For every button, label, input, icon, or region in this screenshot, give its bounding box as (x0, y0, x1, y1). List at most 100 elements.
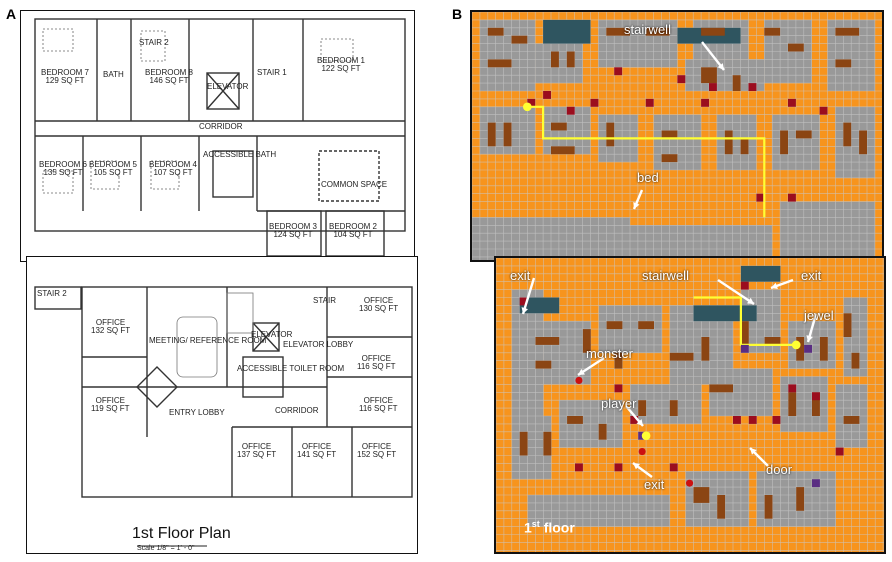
path-end-dot (641, 431, 651, 441)
room-label: ACCESSIBLE BATH (203, 150, 276, 159)
room-name: BEDROOM 1 (317, 56, 366, 65)
label-player: player (601, 396, 637, 411)
pointer-arrow (717, 279, 755, 305)
door-cell (748, 416, 757, 424)
pointer-arrowhead (633, 463, 640, 470)
room-label: STAIR 2 (37, 289, 67, 298)
label-stairwell-upper: stairwell (624, 22, 671, 37)
monster-dot (638, 447, 646, 456)
jewel-cell (804, 344, 812, 353)
bed-block (598, 423, 607, 440)
door-cell (812, 392, 820, 401)
room-name: BEDROOM 5 (89, 160, 138, 169)
door-cell (566, 106, 575, 115)
bed-block (835, 59, 852, 68)
bed-block (780, 130, 788, 155)
door-cell (748, 83, 757, 91)
room-name: BEDROOM 3 (269, 222, 318, 231)
room-name: OFFICE (95, 396, 125, 405)
room-name: OFFICE (361, 354, 391, 363)
pointer-arrowhead (578, 368, 585, 375)
monster-dot (685, 479, 694, 487)
bed-block (788, 43, 804, 52)
room-area: 141 SQ FT (297, 450, 337, 460)
room-area: 135 SQ FT (43, 168, 83, 178)
label-bed: bed (637, 170, 659, 185)
pointer-arrowhead (521, 307, 529, 314)
room-area: 124 SQ FT (273, 230, 313, 240)
door-cell (756, 193, 765, 202)
room-label: STAIR 2 (139, 38, 169, 47)
bed-block (724, 130, 733, 155)
bed-block (606, 27, 630, 36)
bed-block (543, 431, 552, 456)
room-name: BEDROOM 6 (39, 160, 88, 169)
floor-plan-first: 1st Floor Plan Scale 1/8" = 1' - 0" STAI… (26, 256, 418, 554)
door-cell (819, 106, 828, 115)
label-stairwell-first: stairwell (642, 268, 689, 283)
bed-block (693, 487, 710, 503)
pointer-arrowhead (806, 335, 813, 342)
bed-block (511, 35, 528, 44)
panel-b-letter: B (452, 6, 463, 22)
bed-block (645, 27, 670, 36)
bed-block (795, 130, 812, 139)
bed-block (843, 313, 852, 337)
pointer-arrowhead (750, 448, 757, 455)
room-area: 129 SQ FT (45, 76, 85, 86)
room-block (835, 106, 875, 178)
room-name: COMMON SPACE (321, 180, 388, 189)
door-cell (788, 98, 796, 107)
door-cell (527, 98, 536, 107)
bed-block (819, 337, 828, 361)
path-line (527, 105, 766, 218)
room-name: OFFICE (361, 442, 392, 451)
floor-plan-upper-drawing (34, 18, 406, 257)
bed-block (764, 495, 773, 519)
room-block (716, 114, 757, 170)
game-grid-first-floor: exit stairwell exit jewel monster player… (494, 256, 886, 554)
floor-ordinal: st (531, 519, 540, 529)
floor-plan-first-drawing (34, 286, 413, 547)
door-cell (519, 297, 528, 306)
bed-block (519, 431, 528, 456)
room-label: ENTRY LOBBY (169, 408, 225, 417)
room-name: ELEVATOR (251, 330, 293, 339)
room-name: BEDROOM 8 (145, 68, 194, 77)
label-monster: monster (586, 346, 633, 361)
room-label: ELEVATOR LOBBY (283, 340, 353, 349)
panel-a-letter: A (6, 6, 17, 22)
room-name: STAIR 2 (37, 289, 67, 298)
room-name: OFFICE (363, 396, 393, 405)
room-label: ACCESSIBLE TOILET ROOM (237, 364, 344, 373)
room-area: 116 SQ FT (357, 362, 396, 372)
room-area: 130 SQ FT (359, 304, 399, 314)
bed-block (701, 27, 725, 36)
label-jewel: jewel (804, 308, 834, 323)
jewel-cell (740, 344, 749, 353)
door-cell (740, 281, 749, 290)
path-line (693, 296, 797, 347)
game-grid-upper: stairwell bed (470, 10, 884, 262)
bed-block (535, 360, 552, 369)
stairwell-block (693, 305, 757, 322)
room-label: STAIR 1 (257, 68, 287, 77)
bed-block (669, 352, 694, 361)
bed-block (606, 122, 615, 147)
door-cell (788, 384, 797, 393)
room-area: 137 SQ FT (237, 450, 277, 460)
bed-block (614, 352, 623, 369)
room-name: ELEVATOR (207, 82, 249, 91)
bed-block (551, 122, 567, 131)
bed-block (796, 487, 805, 511)
room-area: 146 SQ FT (149, 76, 189, 86)
bed-block (851, 352, 860, 369)
label-exit-left: exit (510, 268, 531, 283)
